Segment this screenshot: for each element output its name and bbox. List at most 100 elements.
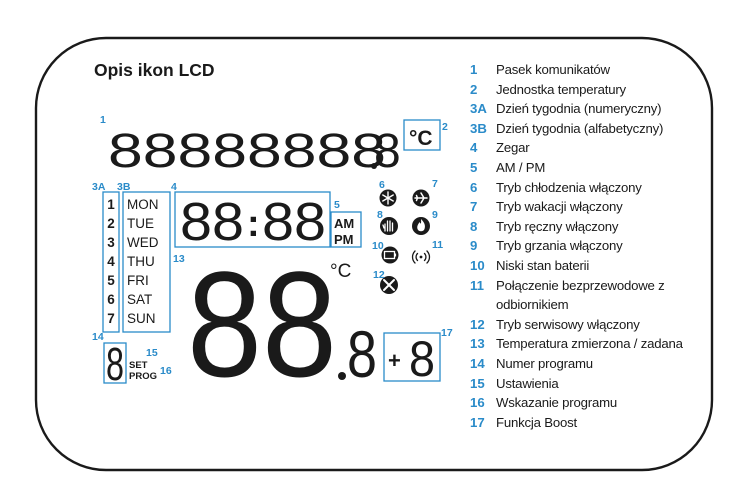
day-name: THU (127, 254, 155, 269)
legend-text: Tryb serwisowy włączony (496, 316, 640, 332)
callout-12: 12 (373, 269, 385, 281)
boost-plus: + (388, 348, 401, 373)
day-name: MON (127, 197, 159, 212)
set-label: SET (129, 360, 148, 371)
legend-item: 1 Pasek komunikatów (470, 60, 740, 80)
legend-item: 6 Tryb chłodzenia włączony (470, 178, 740, 198)
wireless-icon (411, 250, 431, 264)
legend-number: 14 (470, 355, 485, 371)
callout-8: 8 (377, 209, 383, 221)
clock-minutes: 88 (262, 192, 326, 252)
day-number-list: 1 2 3 4 5 6 7 (107, 197, 115, 326)
legend-item: 14 Numer programu (470, 354, 740, 374)
big-decimal-point (338, 372, 346, 380)
legend-number: 2 (470, 81, 478, 97)
legend-text: Tryb chłodzenia włączony (496, 179, 642, 195)
legend-text: Temperatura zmierzona / zadana (496, 336, 683, 352)
battery-icon (381, 246, 399, 264)
legend-number: 10 (470, 257, 485, 273)
clock-hours: 88 (180, 192, 244, 252)
legend-item: 3A Dzień tygodnia (numeryczny) (470, 99, 740, 119)
callout-2: 2 (442, 121, 448, 133)
am-indicator: AM (334, 216, 354, 231)
legend-number: 8 (470, 218, 478, 234)
legend-number: 5 (470, 159, 478, 175)
legend-number: 15 (470, 375, 485, 391)
legend-number: 13 (470, 336, 485, 352)
legend-number: 7 (470, 199, 478, 215)
day-number: 3 (107, 235, 115, 250)
legend-number: 3B (470, 120, 487, 136)
prog-label: PROG (129, 371, 157, 382)
legend-text: Wskazanie programu (496, 395, 617, 411)
legend-item: 9 Tryb grzania włączony (470, 236, 740, 256)
flame-icon (412, 217, 430, 235)
legend-item: 13 Temperatura zmierzona / zadana (470, 334, 740, 354)
lcd-outline (34, 36, 714, 472)
legend-text: Dzień tygodnia (numeryczny) (496, 101, 662, 117)
day-number: 1 (107, 197, 115, 212)
legend-number: 12 (470, 316, 485, 332)
legend-text: Niski stan baterii (496, 257, 590, 273)
legend-text: Tryb grzania włączony (496, 238, 623, 254)
callout-3a: 3A (92, 181, 106, 193)
boost-box (383, 332, 441, 382)
callout-4: 4 (171, 181, 177, 193)
legend-number: 1 (470, 62, 478, 77)
legend-item: 2 Jednostka temperatury (470, 80, 740, 100)
day-number: 6 (107, 292, 115, 307)
program-number-box (103, 342, 127, 384)
callout-15: 15 (146, 347, 158, 359)
legend-number: 17 (470, 414, 485, 430)
big-temperature-unit: °C (330, 261, 351, 282)
legend-item: 12 Tryb serwisowy włączony (470, 315, 740, 335)
legend-item: 15 Ustawienia (470, 374, 740, 394)
callout-3b: 3B (117, 181, 131, 193)
top-unit-box (403, 119, 441, 151)
clock-colon: : (247, 203, 260, 245)
legend-item: 3B Dzień tygodnia (alfabetyczny) (470, 119, 740, 139)
legend-text: Pasek komunikatów (496, 62, 610, 77)
legend-number: 6 (470, 179, 478, 195)
legend-number: 3A (470, 101, 487, 117)
callout-13: 13 (173, 253, 185, 265)
legend-number: 16 (470, 395, 485, 411)
clock-box (174, 191, 331, 248)
callout-5: 5 (334, 199, 340, 211)
legend-number: 9 (470, 238, 478, 254)
callout-6: 6 (379, 179, 385, 191)
legend-text: Tryb ręczny włączony (496, 218, 619, 234)
day-number-box (102, 191, 120, 333)
top-decimal-digit: 8 (374, 125, 401, 178)
day-name: WED (127, 235, 159, 250)
day-number: 5 (107, 273, 115, 288)
top-segment-display: 88888888 (108, 125, 386, 178)
legend-text: Dzień tygodnia (alfabetyczny) (496, 120, 664, 136)
day-name-list: MON TUE WED THU FRI SAT SUN (127, 197, 159, 326)
day-number: 2 (107, 216, 115, 231)
snowflake-icon (379, 189, 397, 207)
legend-number: 4 (470, 140, 478, 156)
wrench-icon (380, 276, 398, 294)
legend-text: Tryb wakacji włączony (496, 199, 623, 215)
day-name: SUN (127, 311, 156, 326)
legend-text: Numer programu (496, 355, 593, 371)
day-name: FRI (127, 273, 149, 288)
program-digit: 8 (106, 338, 124, 390)
day-name-box (122, 191, 171, 333)
legend-item: 10 Niski stan baterii (470, 256, 740, 276)
boost-digit: 8 (409, 331, 435, 387)
legend-text: Jednostka temperatury (496, 81, 626, 97)
diagram-title: Opis ikon LCD (94, 60, 215, 80)
legend-number: 11 (470, 277, 484, 293)
top-decimal-point (371, 163, 377, 169)
callout-11: 11 (432, 239, 443, 251)
day-name: SAT (127, 292, 152, 307)
legend-text: Ustawienia (496, 375, 559, 391)
callout-9: 9 (432, 209, 438, 221)
